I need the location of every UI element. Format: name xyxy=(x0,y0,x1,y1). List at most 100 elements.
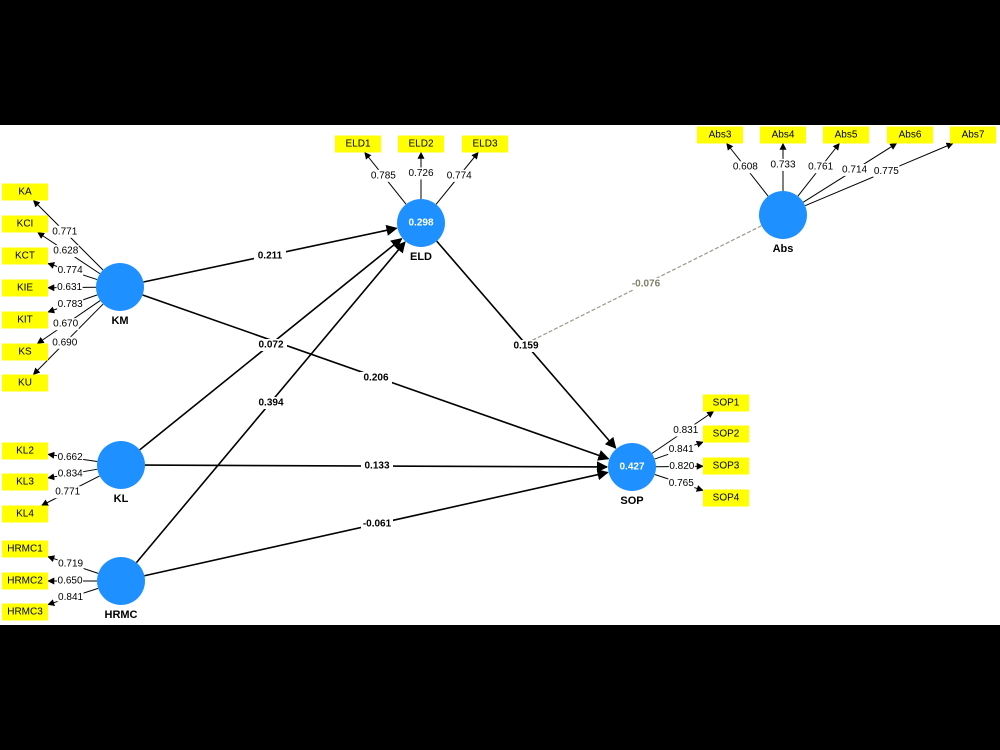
path-label-bg xyxy=(360,372,392,384)
construct-label: KL xyxy=(114,493,129,505)
construct-label: Abs xyxy=(773,243,794,255)
loading-value: 0.719 xyxy=(58,559,83,570)
path-label-bg xyxy=(510,340,542,352)
indicator-label: KIE xyxy=(17,283,33,294)
loading-label-bg xyxy=(668,460,695,473)
construct-node-eld[interactable] xyxy=(397,199,445,247)
loading-value: 0.775 xyxy=(874,166,899,177)
indicator-box[interactable] xyxy=(2,505,48,523)
indicator-box[interactable] xyxy=(2,374,48,392)
indicator-box[interactable] xyxy=(703,425,749,443)
indicator-label: Abs5 xyxy=(835,130,858,141)
loading-label-bg xyxy=(51,336,78,349)
loading-value: 0.690 xyxy=(52,337,77,348)
indicator-label: KU xyxy=(18,378,32,389)
indicator-label: Abs4 xyxy=(772,130,795,141)
indicator-label: ELD3 xyxy=(472,139,497,150)
construct-label: HRMC xyxy=(105,609,138,621)
moderation-line xyxy=(526,225,762,344)
path-coefficient: 0.211 xyxy=(258,251,283,262)
loading-value: 0.774 xyxy=(58,265,83,276)
loading-label-bg xyxy=(54,486,81,499)
indicator-box[interactable] xyxy=(2,442,48,460)
indicator-box[interactable] xyxy=(760,126,806,144)
indicator-box[interactable] xyxy=(887,126,933,144)
path-coefficient: -0.061 xyxy=(363,519,392,530)
indicator-box[interactable] xyxy=(950,126,996,144)
path-model-diagram: KAKCIKCTKIEKITKSKUKL2KL3KL4HRMC1HRMC2HRM… xyxy=(2,126,996,621)
path-coefficient: 0.072 xyxy=(258,340,283,351)
indicator-box[interactable] xyxy=(2,540,48,558)
loading-label-bg xyxy=(52,245,79,258)
loading-label-bg xyxy=(668,477,695,490)
indicator-box[interactable] xyxy=(697,126,743,144)
path-label-bg xyxy=(255,339,287,351)
loading-label-bg xyxy=(770,158,796,171)
indicator-label: SOP3 xyxy=(713,461,740,472)
indicator-label: KL3 xyxy=(16,477,34,488)
loading-label-bg xyxy=(370,169,397,182)
loading-label-bg xyxy=(672,424,699,437)
construct-node-hrmc[interactable] xyxy=(97,557,145,605)
loading-value: 0.631 xyxy=(57,282,82,293)
path-label-bg xyxy=(361,518,393,530)
construct-node-kl[interactable] xyxy=(97,441,145,489)
loading-label-bg xyxy=(57,467,84,480)
indicator-box[interactable] xyxy=(2,279,48,297)
indicator-label: KCI xyxy=(17,219,34,230)
loading-label-bg xyxy=(807,161,834,174)
loading-value: 0.783 xyxy=(58,299,83,310)
loading-label-bg xyxy=(57,575,84,587)
r-squared-value: 0.298 xyxy=(408,218,433,229)
moderation-coefficient: -0.076 xyxy=(632,279,661,290)
indicator-label: HRMC1 xyxy=(7,544,43,555)
loading-value: 0.628 xyxy=(53,246,78,257)
indicator-box[interactable] xyxy=(2,247,48,265)
construct-node-sop[interactable] xyxy=(608,443,656,491)
indicator-box[interactable] xyxy=(335,135,381,153)
indicator-label: KS xyxy=(18,347,32,358)
indicator-label: KCT xyxy=(15,251,35,262)
moderation-label-bg xyxy=(630,278,662,290)
indicator-label: KL2 xyxy=(16,446,34,457)
loading-value: 0.765 xyxy=(669,478,694,489)
indicator-label: SOP2 xyxy=(713,429,740,440)
indicator-box[interactable] xyxy=(703,489,749,507)
path-coefficient: 0.394 xyxy=(258,398,283,409)
loading-label-bg xyxy=(57,298,84,311)
indicator-box[interactable] xyxy=(2,215,48,233)
path-label-bg xyxy=(255,397,287,409)
construct-node-km[interactable] xyxy=(96,263,144,311)
loading-value: 0.726 xyxy=(408,168,433,179)
indicator-box[interactable] xyxy=(2,603,48,621)
loading-value: 0.820 xyxy=(669,461,694,472)
indicator-label: Abs3 xyxy=(709,130,732,141)
indicator-box[interactable] xyxy=(2,343,48,361)
construct-label: SOP xyxy=(620,495,643,507)
path-coefficient: 0.159 xyxy=(513,341,538,352)
loading-label-bg xyxy=(408,167,434,180)
loading-label-bg xyxy=(668,443,695,456)
indicator-box[interactable] xyxy=(398,135,444,153)
path-label-bg xyxy=(254,250,286,262)
loading-label-bg xyxy=(446,169,473,182)
indicator-box[interactable] xyxy=(2,311,48,329)
indicator-box[interactable] xyxy=(462,135,508,153)
indicator-box[interactable] xyxy=(2,183,48,201)
loading-value: 0.662 xyxy=(58,452,83,463)
loading-value: 0.834 xyxy=(58,468,83,479)
indicator-label: HRMC2 xyxy=(7,576,43,587)
construct-node-abs[interactable] xyxy=(759,191,807,239)
indicator-label: ELD2 xyxy=(408,139,433,150)
indicator-box[interactable] xyxy=(823,126,869,144)
indicator-box[interactable] xyxy=(703,394,749,412)
loading-label-bg xyxy=(841,163,868,176)
loading-value: 0.714 xyxy=(842,164,867,175)
indicator-box[interactable] xyxy=(703,457,749,475)
construct-label: KM xyxy=(111,315,128,327)
loading-label-bg xyxy=(57,264,84,277)
loading-value: 0.733 xyxy=(770,159,795,170)
indicator-box[interactable] xyxy=(2,473,48,491)
path-coefficient: 0.206 xyxy=(363,373,388,384)
indicator-box[interactable] xyxy=(2,572,48,590)
